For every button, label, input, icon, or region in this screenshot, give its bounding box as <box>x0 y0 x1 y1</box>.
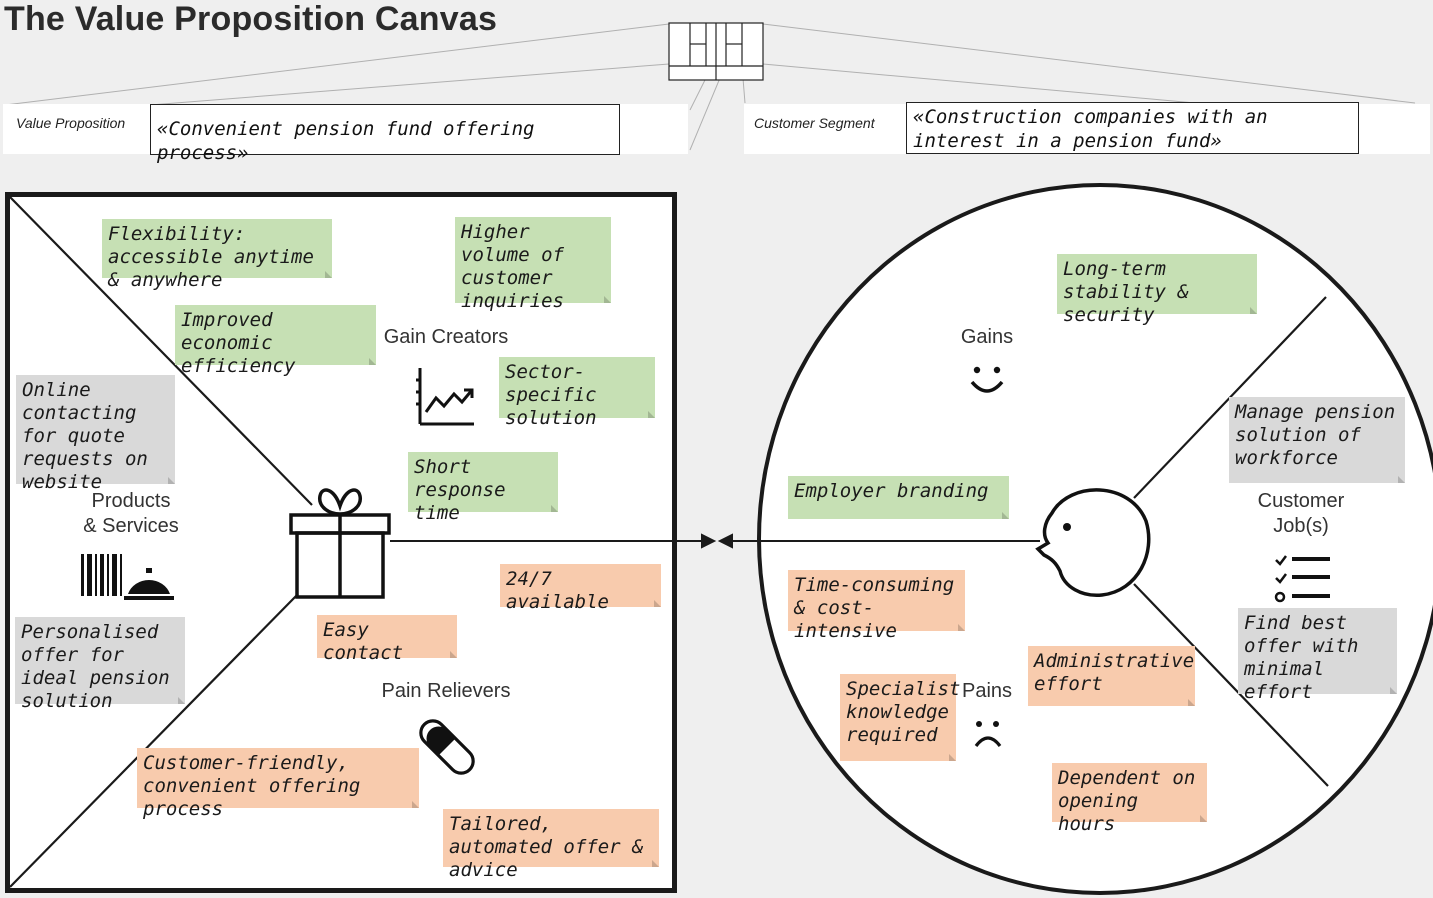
sticky-note[interactable]: Dependent on opening hours <box>1052 763 1207 835</box>
sticky-note[interactable]: Specialist knowledge required <box>840 674 960 761</box>
sticky-note[interactable]: Improved economic efficiency <box>175 305 376 377</box>
sticky-note[interactable]: Sector-specific solution <box>499 357 655 429</box>
customer-face-icon <box>1035 488 1151 597</box>
sticky-note[interactable]: Higher volume of customer inquiries <box>455 217 611 312</box>
chart-up-icon <box>416 368 474 426</box>
canvas-thumbnail-icon <box>4 22 1416 151</box>
sticky-note[interactable]: Tailored, automated offer & advice <box>443 809 659 881</box>
sticky-note[interactable]: Administrative effort <box>1028 646 1195 706</box>
gift-icon <box>289 488 391 599</box>
gain-creators-label: Gain Creators <box>383 326 509 348</box>
sticky-note[interactable]: Manage pension solution of workforce <box>1229 397 1405 483</box>
pains-label: Pains <box>961 680 1013 702</box>
value-proposition-field[interactable]: «Convenient pension fund offering proces… <box>150 104 620 164</box>
sticky-note[interactable]: Time-consuming & cost-intensive <box>788 570 965 642</box>
sticky-note[interactable]: Long-term stability & security <box>1057 254 1257 326</box>
value-proposition-label: Value Proposition <box>16 115 126 131</box>
sticky-note[interactable]: Easy contact <box>317 615 457 664</box>
sticky-note[interactable]: Personalised offer for ideal pension sol… <box>15 617 185 712</box>
frown-icon <box>974 721 1002 748</box>
sticky-note[interactable]: 24/7 available <box>500 564 661 613</box>
pain-relievers-label: Pain Relievers <box>381 680 511 702</box>
customer-segment-label: Customer Segment <box>754 115 875 131</box>
customer-jobs-label: Customer Job(s) <box>1257 490 1345 537</box>
sticky-note[interactable]: Flexibility: accessible anytime & anywhe… <box>102 219 332 291</box>
products-services-icon <box>81 554 174 600</box>
sticky-note[interactable]: Online contacting for quote requests on … <box>16 375 175 493</box>
checklist-icon <box>1274 555 1330 603</box>
sticky-note[interactable]: Customer-friendly, convenient offering p… <box>137 748 419 820</box>
page-title: The Value Proposition Canvas <box>4 0 498 38</box>
smile-icon <box>970 366 1004 393</box>
gains-label: Gains <box>960 326 1014 348</box>
pill-icon <box>419 719 475 775</box>
sticky-note[interactable]: Short response time <box>408 452 558 524</box>
customer-segment-field[interactable]: «Construction companies with an interest… <box>906 102 1359 154</box>
sticky-note[interactable]: Find best offer with minimal effort <box>1238 608 1397 703</box>
sticky-note[interactable]: Employer branding <box>788 476 1009 519</box>
products-services-label: Products & Services <box>83 490 179 537</box>
